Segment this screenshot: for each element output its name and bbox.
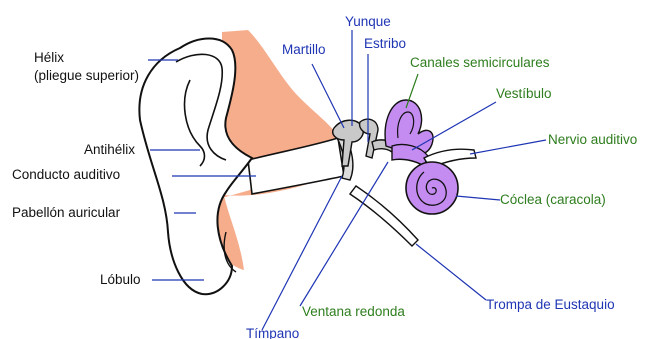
incus-shape — [360, 119, 378, 158]
cochlea-group — [406, 162, 458, 214]
label-canal: Conducto auditivo — [12, 167, 120, 183]
label-antihelix: Antihélix — [84, 142, 135, 158]
label-incus: Yunque — [345, 14, 391, 30]
leader-round-window — [300, 162, 388, 306]
label-stapes: Estribo — [364, 36, 406, 52]
label-helix: Hélix — [34, 50, 64, 66]
leader-vestibule — [412, 102, 496, 150]
label-eardrum: Tímpano — [246, 326, 299, 339]
label-semicircular: Canales semicirculares — [410, 55, 550, 71]
leader-eustachian — [416, 244, 486, 300]
label-cochlea: Cóclea (caracola) — [500, 192, 606, 208]
leader-cochlea — [456, 196, 500, 200]
label-nerve: Nervio auditivo — [548, 132, 637, 148]
label-vestibule: Vestíbulo — [496, 86, 552, 102]
label-helix-sub: (pliegue superior) — [34, 68, 139, 84]
label-eustachian: Trompa de Eustaquio — [486, 297, 615, 313]
leader-nerve — [470, 140, 546, 154]
label-lobule: Lóbulo — [100, 272, 141, 288]
label-round-window: Ventana redonda — [302, 304, 405, 320]
label-pinna: Pabellón auricular — [12, 205, 120, 221]
label-malleus: Martillo — [282, 42, 326, 58]
